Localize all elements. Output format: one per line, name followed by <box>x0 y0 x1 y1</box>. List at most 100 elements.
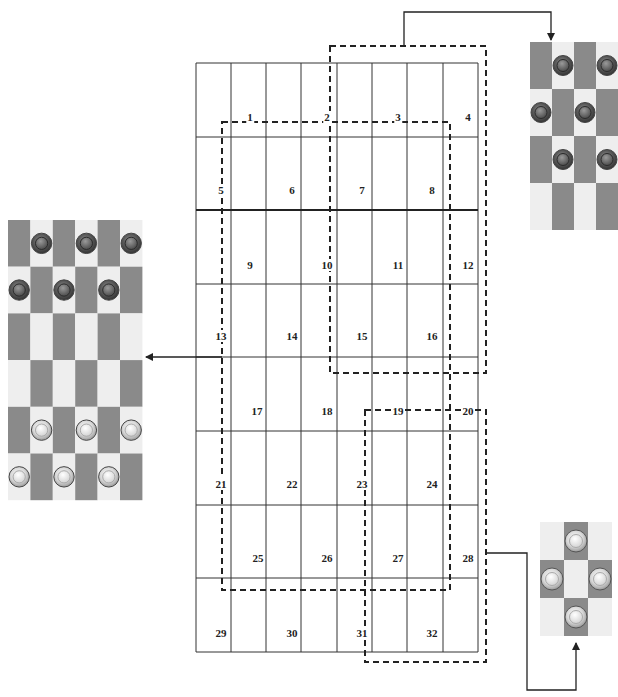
piece-ring <box>570 611 583 624</box>
board-square <box>53 267 75 314</box>
checker-piece <box>553 150 573 170</box>
board-square <box>98 220 120 267</box>
board-square <box>30 407 52 454</box>
square-number: 2 <box>323 111 331 123</box>
board-square <box>75 267 97 314</box>
board-square <box>552 136 574 183</box>
board-square <box>53 407 75 454</box>
board-square <box>8 267 30 314</box>
board-square <box>30 267 52 314</box>
square-number: 27 <box>392 552 405 564</box>
board-square <box>75 220 97 267</box>
board-square <box>30 313 52 360</box>
board-square <box>8 313 30 360</box>
checker-piece <box>597 150 617 170</box>
checker-piece <box>9 280 29 300</box>
board-square <box>120 220 142 267</box>
grid-line <box>196 578 478 579</box>
checker-piece <box>565 606 587 628</box>
square-number: 16 <box>426 330 439 342</box>
square-number: 30 <box>286 627 299 639</box>
board-square <box>8 454 30 501</box>
piece-ring <box>594 573 607 586</box>
square-number: 14 <box>286 330 299 342</box>
board-square <box>8 220 30 267</box>
square-number: 25 <box>252 552 265 564</box>
board-square <box>530 42 552 89</box>
checker-piece <box>597 56 617 76</box>
grid-line <box>196 505 478 506</box>
board-square <box>540 560 564 598</box>
board-square <box>530 89 552 136</box>
dashed-region <box>330 46 486 373</box>
checker-piece <box>31 420 51 440</box>
square-number: 7 <box>358 184 366 196</box>
board-square <box>574 183 596 230</box>
piece-ring <box>35 424 47 436</box>
square-number: 1 <box>246 111 254 123</box>
checker-piece <box>99 280 119 300</box>
board-square <box>98 454 120 501</box>
board-square <box>552 89 574 136</box>
board-square <box>75 313 97 360</box>
board-square <box>98 360 120 407</box>
checker-piece <box>31 233 51 253</box>
board-square <box>98 313 120 360</box>
square-number: 17 <box>251 405 264 417</box>
board-square <box>530 136 552 183</box>
pointer-arrow <box>146 356 222 357</box>
board-grid <box>196 63 478 652</box>
square-number: 31 <box>356 627 369 639</box>
checker-piece <box>99 467 119 487</box>
checker-piece <box>575 103 595 123</box>
grid-line <box>196 63 478 64</box>
board-square <box>30 220 52 267</box>
grid-line <box>196 284 478 285</box>
checker-piece <box>76 420 96 440</box>
grid-line <box>196 357 478 358</box>
square-number: 18 <box>321 405 334 417</box>
piece-ring <box>58 471 70 483</box>
mini-board <box>540 522 612 636</box>
square-number: 8 <box>428 184 436 196</box>
piece-ring <box>570 535 583 548</box>
checker-piece <box>54 467 74 487</box>
board-square <box>564 560 588 598</box>
checker-piece <box>553 56 573 76</box>
square-number: 3 <box>394 111 402 123</box>
piece-ring <box>103 471 115 483</box>
board-square <box>564 522 588 560</box>
square-number: 21 <box>215 478 228 490</box>
board-square <box>75 454 97 501</box>
square-number: 13 <box>215 330 228 342</box>
board-square <box>53 360 75 407</box>
board-square <box>30 360 52 407</box>
piece-ring <box>125 424 137 436</box>
board-square <box>596 89 618 136</box>
board-square <box>540 598 564 636</box>
board-square <box>596 136 618 183</box>
square-number: 23 <box>356 478 369 490</box>
board-square <box>30 454 52 501</box>
square-number: 4 <box>464 111 472 123</box>
checker-piece <box>531 103 551 123</box>
board-pictures <box>8 42 618 636</box>
checker-piece <box>76 233 96 253</box>
piece-ring <box>557 60 569 72</box>
square-number: 32 <box>426 627 439 639</box>
checker-piece <box>565 530 587 552</box>
square-number: 22 <box>286 478 299 490</box>
square-number: 5 <box>217 184 225 196</box>
piece-ring <box>80 424 92 436</box>
board-square <box>574 42 596 89</box>
mini-board <box>8 220 142 500</box>
square-number: 29 <box>215 627 228 639</box>
piece-ring <box>13 471 25 483</box>
board-square <box>540 522 564 560</box>
board-square <box>53 313 75 360</box>
piece-ring <box>103 284 115 296</box>
piece-ring <box>13 284 25 296</box>
board-square <box>120 267 142 314</box>
board-square <box>588 560 612 598</box>
